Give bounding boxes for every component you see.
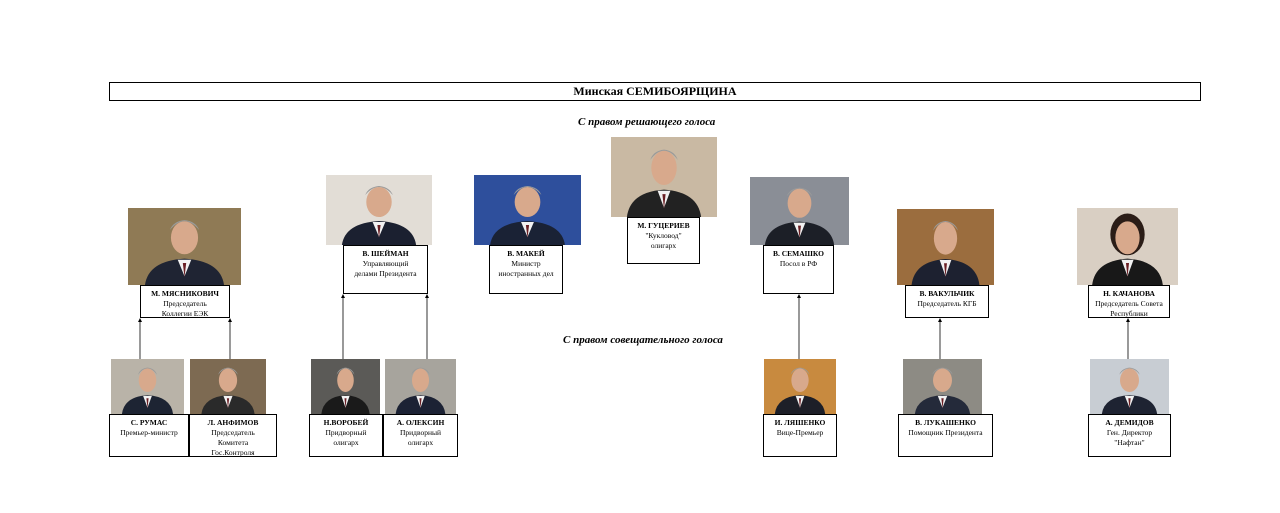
person-role: Помощник Президента: [899, 428, 992, 438]
section-decisive-label: С правом решающего голоса: [578, 116, 715, 128]
person-name: И. ЛЯШЕНКО: [764, 418, 836, 428]
diagram-title: Минская СЕМИБОЯРЩИНА: [109, 82, 1201, 101]
decisive-portrait-5: [750, 177, 849, 245]
person-role: Министр иностранных дел: [490, 259, 562, 279]
person-role: Вице-Премьер: [764, 428, 836, 438]
advisory-portrait-6: [903, 359, 982, 414]
advisory-portrait-4: [385, 359, 456, 414]
decisive-portrait-7: [1077, 208, 1178, 285]
decisive-card-4: М. ГУЦЕРИЕВ"Кукловод" олигарх: [627, 217, 700, 264]
person-role: Придворный олигарх: [310, 428, 382, 448]
person-role: Ген. Директор "Нафтан": [1089, 428, 1170, 448]
person-role: Председатель КГБ: [906, 299, 988, 309]
person-name: С. РУМАС: [110, 418, 188, 428]
advisory-portrait-7: [1090, 359, 1169, 414]
decisive-portrait-1: [128, 208, 241, 285]
connector-arrow-4: [425, 294, 429, 359]
connector-arrow-3: [341, 294, 345, 359]
decisive-portrait-4: [611, 137, 717, 217]
person-name: В. ЛУКАШЕНКО: [899, 418, 992, 428]
advisory-portrait-3: [311, 359, 380, 414]
person-name: В. ШЕЙМАН: [344, 249, 427, 259]
person-name: А. ДЕМИДОВ: [1089, 418, 1170, 428]
decisive-portrait-2: [326, 175, 432, 245]
person-role: Посол в РФ: [764, 259, 833, 269]
decisive-portrait-6: [897, 209, 994, 285]
person-name: Л. АНФИМОВ: [190, 418, 276, 428]
advisory-portrait-2: [190, 359, 266, 414]
decisive-portrait-3: [474, 175, 581, 245]
connector-arrow-5: [797, 294, 801, 359]
connector-arrow-6: [938, 318, 942, 359]
person-name: М. ГУЦЕРИЕВ: [628, 221, 699, 231]
person-role: Придворный олигарх: [384, 428, 457, 448]
person-name: В. СЕМАШКО: [764, 249, 833, 259]
person-name: А. ОЛЕКСИН: [384, 418, 457, 428]
advisory-portrait-1: [111, 359, 184, 414]
connector-arrow-1: [138, 318, 142, 359]
person-role: Председатель Комитета Гос.Контроля: [190, 428, 276, 457]
person-role: Премьер-министр: [110, 428, 188, 438]
advisory-portrait-5: [764, 359, 836, 414]
person-name: М. МЯСНИКОВИЧ: [141, 289, 229, 299]
person-name: Н.ВОРОБЕЙ: [310, 418, 382, 428]
person-role: "Кукловод" олигарх: [628, 231, 699, 251]
person-role: Председатель Совета Республики: [1089, 299, 1169, 318]
section-advisory-label: С правом совещательного голоса: [563, 334, 723, 346]
person-role: Управляющий делами Президента: [344, 259, 427, 279]
connector-arrow-7: [1126, 318, 1130, 359]
connector-arrow-2: [228, 318, 232, 359]
person-name: Н. КАЧАНОВА: [1089, 289, 1169, 299]
person-name: В. МАКЕЙ: [490, 249, 562, 259]
person-name: В. ВАКУЛЬЧИК: [906, 289, 988, 299]
person-role: Председатель Коллегии ЕЭК: [141, 299, 229, 318]
